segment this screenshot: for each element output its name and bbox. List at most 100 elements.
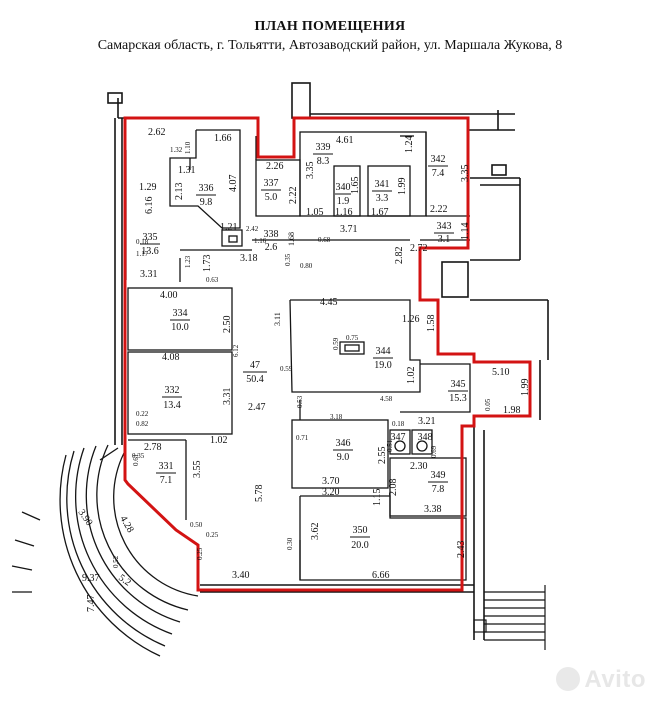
svg-text:47: 47 [250,360,260,371]
dimension-label: 1.23 [184,255,192,268]
dimension-label: 2.08 [388,479,399,497]
svg-text:344: 344 [376,346,391,357]
dimension-label: 0.75 [346,334,359,342]
dimension-label: 0.82 [136,420,149,428]
dimension-label: 0.51 [386,439,394,452]
dimension-label: 4.07 [228,175,239,193]
dimension-label: 0.61 [132,453,140,466]
svg-text:350: 350 [353,525,368,536]
dimension-label: 3.18 [330,413,343,421]
dimension-label: 2.26 [266,161,284,172]
dimension-label: 1.17 [136,250,149,258]
svg-text:8.3: 8.3 [317,156,330,167]
svg-text:7.4: 7.4 [432,168,445,179]
dimension-label: 1.66 [214,133,232,144]
watermark: Avito [556,666,646,694]
dimension-label: 0.05 [484,398,492,411]
dimension-label: 0.71 [296,434,309,442]
dimension-label: 2.13 [174,183,185,201]
svg-text:343: 343 [437,221,452,232]
room-347: 347 [391,432,406,443]
stairs-right [473,585,546,650]
svg-text:20.0: 20.0 [351,540,369,551]
room-id: 336 [199,183,214,194]
svg-text:345: 345 [451,379,466,390]
svg-text:50.4: 50.4 [246,374,264,385]
dimension-label: 7.47 [86,595,97,613]
svg-text:337: 337 [264,178,279,189]
dimension-label: 0.59 [280,365,293,373]
svg-text:3.3: 3.3 [376,193,389,204]
dimension-label: 3.55 [192,461,203,479]
dimension-label: 4.08 [162,352,180,363]
dimension-label: 5.78 [254,485,265,503]
svg-text:13.4: 13.4 [163,400,181,411]
dimension-label: 0.18 [136,238,149,246]
dimension-label: 0.50 [190,521,203,529]
dimension-label: 3.11 [273,312,282,326]
dimension-label: 2.22 [430,204,448,215]
dimension-label: 1.29 [139,182,157,193]
dimension-label: 0.22 [136,410,149,418]
dimension-label: 1.05 [306,207,324,218]
premises-outline [123,116,532,592]
dimension-labels: 2.62 1.66 1.32 1.10 1.31 2.13 4.07 1.29 … [76,127,531,612]
room-350: 350 20.0 [350,525,370,551]
dimension-label: 1.98 [503,405,521,416]
dimension-label: 1.31 [178,165,196,176]
room-332: 332 13.4 [162,385,182,411]
dimension-label: 6.66 [372,570,390,581]
dimension-label: 3.31 [140,269,158,280]
dimension-label: 2.72 [410,243,428,254]
dimension-label: 1.26 [402,314,420,325]
svg-text:13.6: 13.6 [141,246,159,257]
dimension-label: 6.16 [144,197,155,215]
dimension-label: 2.50 [222,316,233,334]
dimension-label: 1.02 [406,367,417,385]
svg-text:332: 332 [165,385,180,396]
dimension-label: 0.63 [206,276,219,284]
dimension-label: 4.00 [160,290,178,301]
dimension-label: 2.42 [246,225,259,233]
dimension-label: 2.22 [288,187,299,205]
dimension-label: 2.82 [394,247,405,265]
svg-text:347: 347 [391,432,406,443]
svg-text:342: 342 [431,154,446,165]
dimension-label: 0.80 [300,262,313,270]
dimension-label: 2.30 [410,461,428,472]
dimension-label: 1.73 [202,255,213,273]
dimension-label: 1.99 [520,379,531,397]
dimension-label: 0.35 [132,452,145,460]
outer-walls [107,82,549,640]
svg-text:335: 335 [143,232,158,243]
svg-text:349: 349 [431,470,446,481]
svg-text:346: 346 [336,438,351,449]
room-area: 9.8 [200,197,213,208]
dimension-label: 0.59 [332,337,340,350]
dimension-label: 3.62 [310,523,321,541]
dimension-label: 1.58 [426,315,437,333]
dimension-label: 1.99 [397,178,408,196]
dimension-label: 0.30 [286,537,294,550]
dimension-label: 0.68 [318,236,331,244]
dimension-label: 5.2 [116,572,133,588]
dimension-label: 2.62 [148,127,166,138]
dimension-label: 0.25 [196,547,204,560]
dimension-label: 1.67 [371,207,389,218]
dimension-label: 4.45 [320,297,338,308]
svg-text:331: 331 [159,461,174,472]
svg-text:339: 339 [316,142,331,153]
dimension-label: 1.65 [350,177,361,195]
svg-text:341: 341 [375,179,390,190]
dimension-label: 1.21 [220,222,238,233]
